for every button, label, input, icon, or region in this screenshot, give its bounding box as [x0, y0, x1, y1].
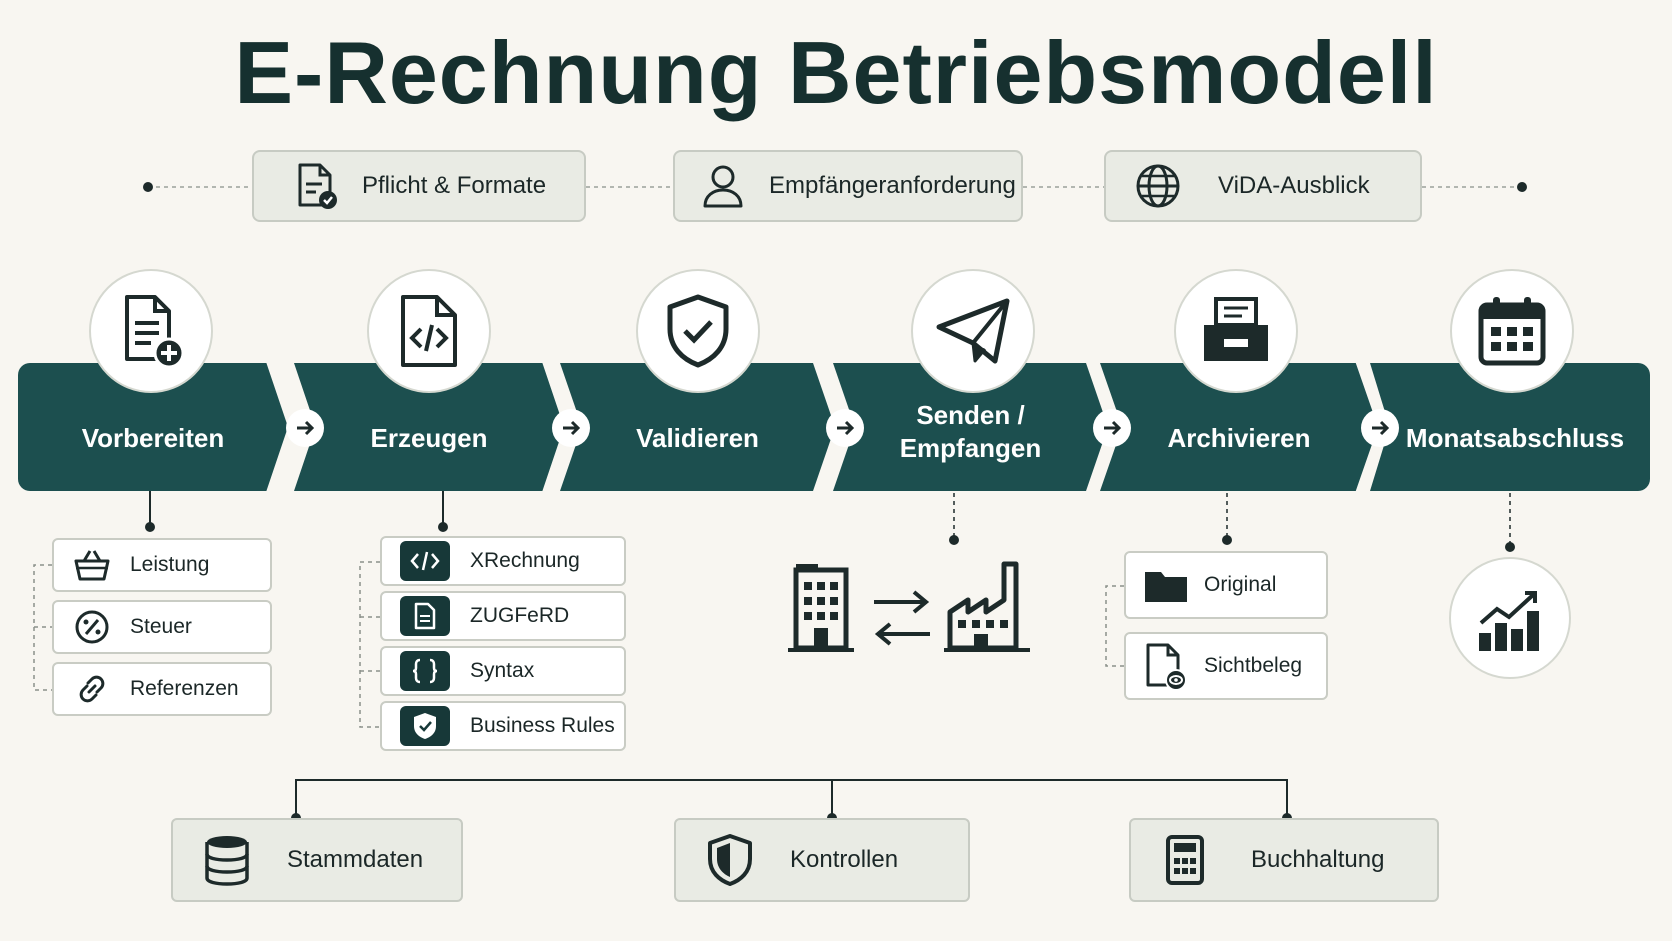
code-icon: [400, 541, 450, 581]
list-item-xrechnung[interactable]: XRechnung: [380, 536, 626, 586]
box-stammdaten[interactable]: Stammdaten: [171, 818, 463, 902]
list-item-leistung[interactable]: Leistung: [52, 538, 272, 592]
list-item-sichtbeleg[interactable]: Sichtbeleg: [1124, 632, 1328, 700]
pill-empfaengeranforderung[interactable]: Empfängeranforderung: [673, 150, 1023, 222]
list-item-syntax[interactable]: Syntax: [380, 646, 626, 696]
arrow-right-icon: [1093, 409, 1131, 447]
braces-icon: [400, 651, 450, 691]
arrow-right-icon: [286, 409, 324, 447]
step-label: Vorbereiten: [81, 422, 225, 453]
step-label: Senden /Empfangen: [900, 399, 1042, 465]
list-item-label: Original: [1204, 573, 1277, 596]
folder-icon: [1142, 563, 1190, 607]
calculator-icon: [1157, 832, 1213, 888]
document-icon: [400, 596, 450, 636]
code-document-icon: [367, 269, 491, 393]
shield-check-icon: [400, 706, 450, 746]
arrow-right-icon: [826, 409, 864, 447]
box-kontrollen[interactable]: Kontrollen: [674, 818, 970, 902]
list-item-label: XRechnung: [470, 549, 580, 572]
list-item-business-rules[interactable]: Business Rules: [380, 701, 626, 751]
step-label: Archivieren: [1167, 422, 1311, 453]
step-label: Monatsabschluss: [1405, 422, 1625, 453]
page-title: E-Rechnung Betriebsmodell: [234, 23, 1438, 122]
arrow-right-icon: [552, 409, 590, 447]
list-item-label: Sichtbeleg: [1204, 654, 1303, 677]
box-buchhaltung[interactable]: Buchhaltung: [1129, 818, 1439, 902]
calendar-icon: [1450, 269, 1574, 393]
pill-vida-ausblick[interactable]: ViDA-Ausblick: [1104, 150, 1422, 222]
shield-icon: [702, 832, 758, 888]
list-item-label: Referenzen: [130, 677, 239, 700]
globe-icon: [1134, 162, 1182, 210]
step-label: Erzeugen: [370, 422, 488, 453]
office-building-icon: [786, 562, 856, 654]
document-check-icon: [292, 162, 340, 210]
box-label: Kontrollen: [790, 846, 899, 873]
paper-plane-icon: [911, 269, 1035, 393]
document-eye-icon: [1142, 642, 1190, 690]
box-label: Stammdaten: [287, 846, 424, 873]
exchange-arrows-icon: [870, 588, 934, 648]
list-item-label: Leistung: [130, 553, 210, 576]
pill-label: Pflicht & Formate: [362, 172, 547, 199]
factory-icon: [944, 560, 1030, 654]
list-item-label: Business Rules: [470, 714, 615, 737]
list-item-label: Steuer: [130, 615, 192, 638]
percent-icon: [72, 607, 112, 647]
basket-icon: [72, 545, 112, 585]
step-label: Validieren: [636, 422, 759, 453]
archive-tray-icon: [1174, 269, 1298, 393]
step-label-line2: Empfangen: [899, 433, 1042, 463]
database-icon: [199, 832, 255, 888]
list-item-steuer[interactable]: Steuer: [52, 600, 272, 654]
link-icon: [72, 669, 112, 709]
list-item-zugferd[interactable]: ZUGFeRD: [380, 591, 626, 641]
list-item-referenzen[interactable]: Referenzen: [52, 662, 272, 716]
user-icon: [699, 162, 747, 210]
shield-check-icon: [636, 269, 760, 393]
pill-label: ViDA-Ausblick: [1218, 172, 1370, 199]
pill-label: Empfängeranforderung: [769, 172, 1016, 199]
growth-chart-icon: [1449, 557, 1571, 679]
pill-pflicht-formate[interactable]: Pflicht & Formate: [252, 150, 586, 222]
list-item-label: ZUGFeRD: [470, 604, 570, 627]
arrow-right-icon: [1361, 409, 1399, 447]
step-validieren[interactable]: Validieren: [560, 363, 835, 491]
list-item-label: Syntax: [470, 659, 535, 682]
step-label-line1: Senden /: [916, 400, 1025, 430]
box-label: Buchhaltung: [1251, 846, 1385, 873]
document-add-icon: [89, 269, 213, 393]
list-item-original[interactable]: Original: [1124, 551, 1328, 619]
